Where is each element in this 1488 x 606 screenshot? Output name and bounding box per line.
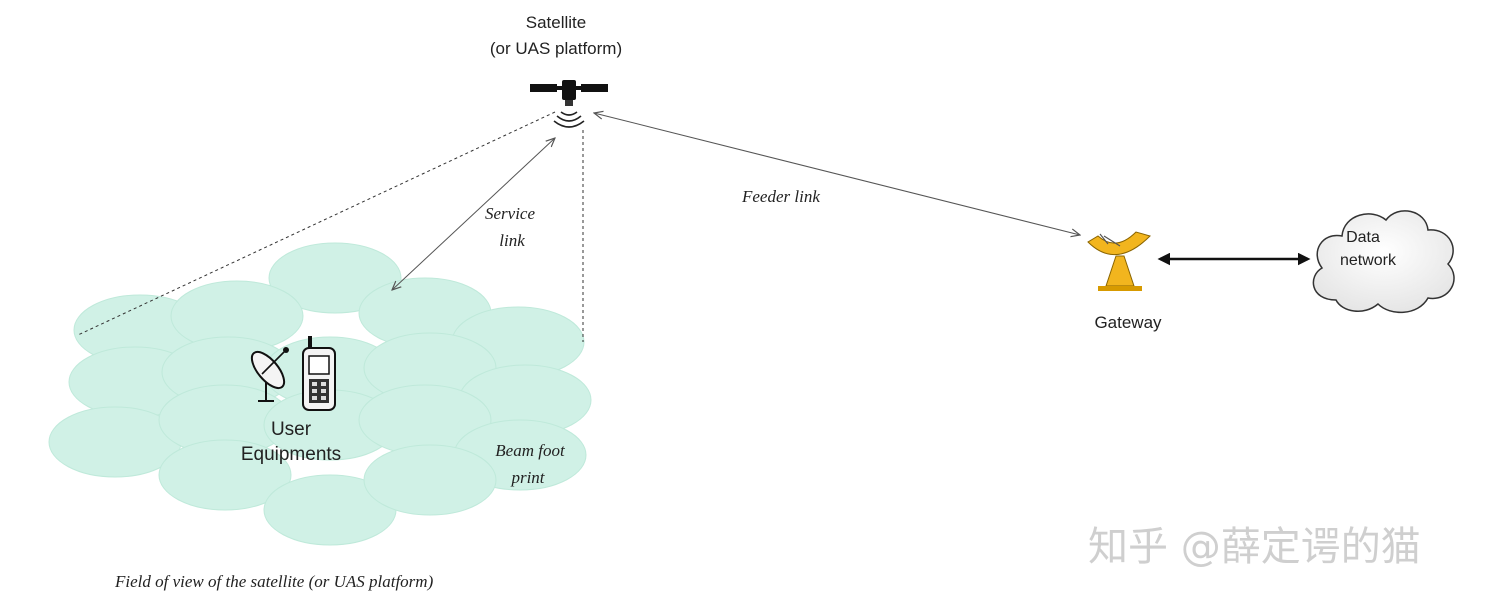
beam-cell: [158, 439, 292, 511]
feeder-link-label: Feeder link: [741, 187, 820, 206]
service-link-label-line2: link: [499, 231, 525, 250]
watermark-text: 知乎 @薛定谔的猫: [1088, 524, 1421, 570]
beam-footprint-label-line1: Beam foot: [495, 441, 566, 460]
data-network-label-line2: network: [1340, 252, 1397, 269]
field-of-view-caption: Field of view of the satellite (or UAS p…: [114, 572, 434, 591]
user-equipment-label-line1: User: [271, 419, 312, 440]
satellite-icon: [530, 80, 608, 128]
beam-footprint-label-line2: print: [510, 468, 545, 487]
user-equipment-label-line2: Equipments: [241, 444, 341, 465]
user-handset-icon: [302, 336, 336, 411]
satellite-label-line1: Satellite: [526, 13, 586, 32]
satellite-label-line2: (or UAS platform): [490, 39, 622, 58]
data-network-cloud-icon: [1312, 210, 1455, 314]
fov-left-line: [77, 111, 556, 336]
beam-cell: [363, 444, 497, 516]
data-network-label-line1: Data: [1346, 229, 1380, 246]
gateway-dish-icon: [1087, 231, 1151, 291]
service-link-label-line1: Service: [485, 204, 535, 223]
gateway-label: Gateway: [1094, 313, 1162, 332]
user-dish-icon: [250, 347, 289, 402]
service-link-arrow: [392, 138, 555, 290]
feeder-link-arrow: [594, 113, 1080, 235]
